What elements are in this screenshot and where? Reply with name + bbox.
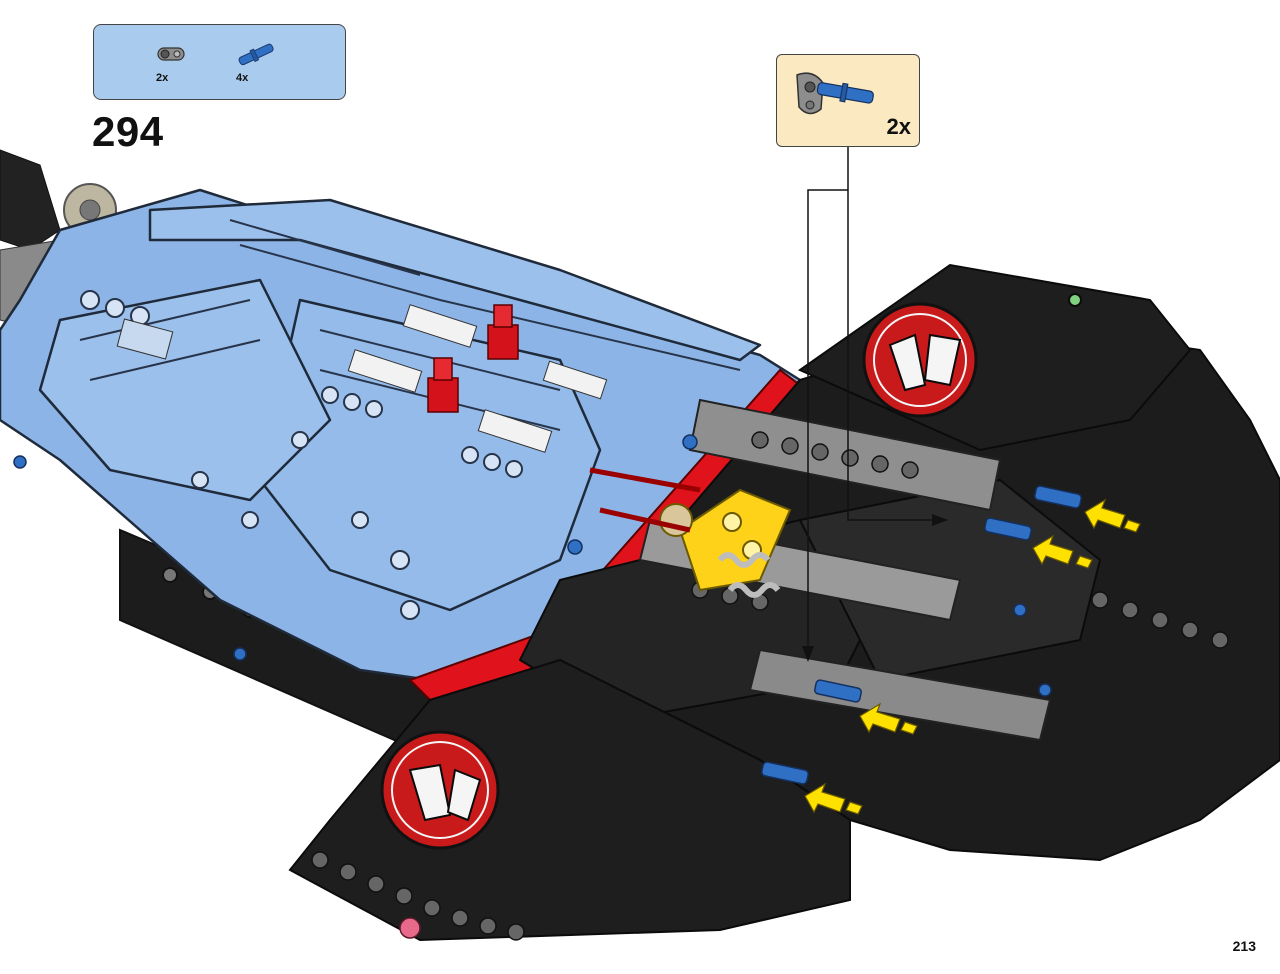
red-knob-parts <box>427 304 519 413</box>
decal-stickers <box>116 304 608 453</box>
page-number: 213 <box>1232 938 1256 954</box>
gray-springs <box>717 552 781 598</box>
pink-marker-dot <box>399 917 421 939</box>
upper-right-wing <box>797 263 1192 452</box>
subassembly-callout: 2x <box>776 54 920 147</box>
leader-arrowheads <box>802 514 948 662</box>
blue-pin-parts <box>13 434 1082 785</box>
lower-beam-holes <box>311 851 525 941</box>
red-axle-rods <box>589 467 701 533</box>
body-pin-holes <box>80 290 523 620</box>
step-number: 294 <box>92 108 164 155</box>
pin-connector-subassembly-icon <box>796 72 874 115</box>
part-count-1: 2x <box>156 72 169 84</box>
callout-leader-lines <box>807 147 935 650</box>
axle-pin-icon <box>238 43 274 66</box>
yellow-spring-mechanism <box>659 488 792 592</box>
connector-piece-icon <box>157 47 185 61</box>
part-count-2: 4x <box>236 72 249 84</box>
lower-left-wing <box>288 658 851 942</box>
model-blue-body <box>0 188 802 682</box>
parts-list-panel: 2x 4x <box>93 24 346 100</box>
callout-count: 2x <box>886 114 911 139</box>
insertion-arrows <box>804 498 1141 815</box>
